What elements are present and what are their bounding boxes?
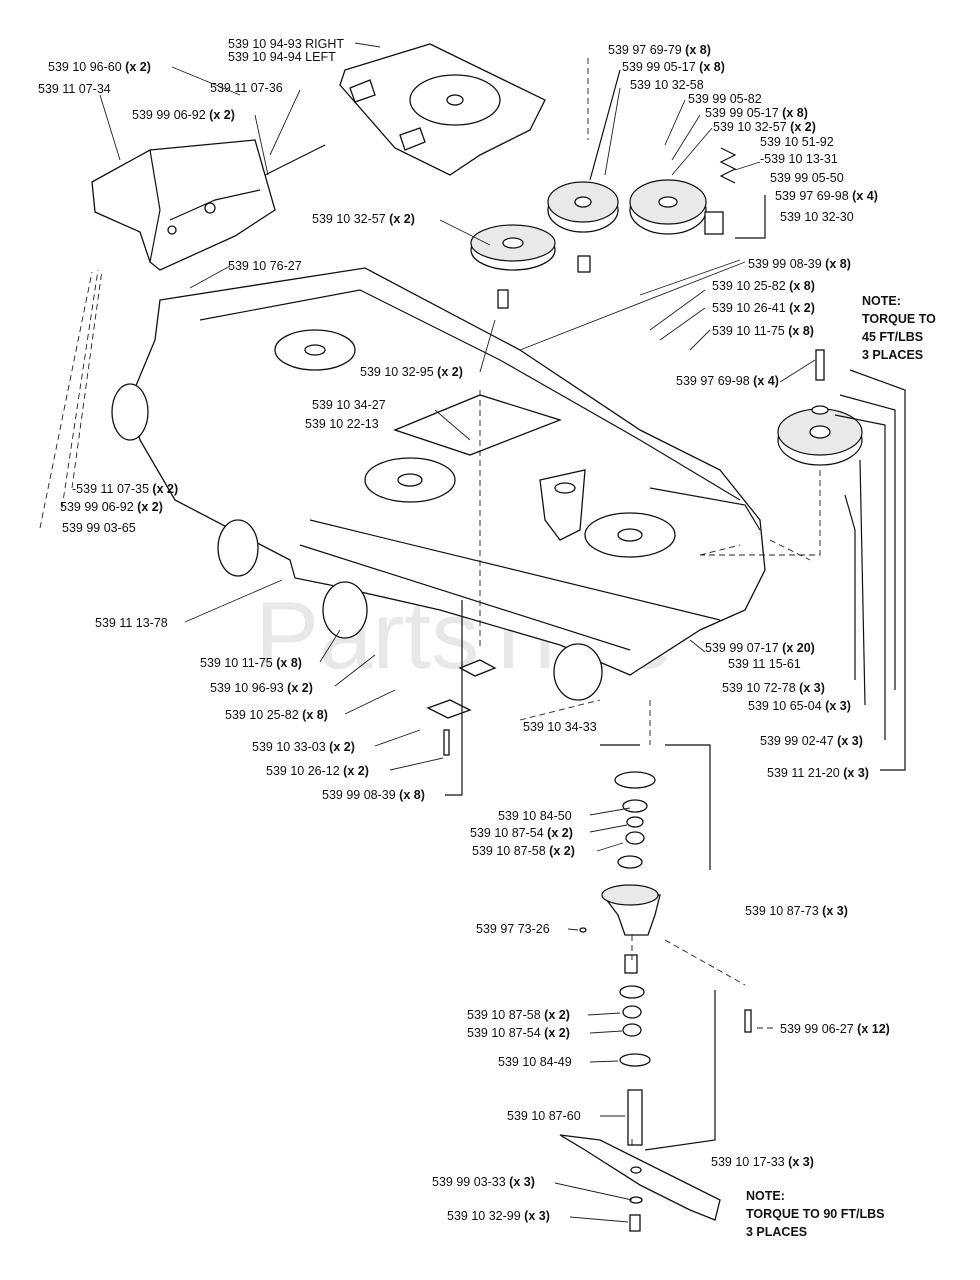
svg-text:3 PLACES: 3 PLACES	[746, 1225, 807, 1239]
callout-label: 539 99 06-92 (x 2)	[60, 500, 163, 514]
svg-text:TORQUE TO: TORQUE TO	[862, 312, 936, 326]
callout-label: 539 10 26-12 (x 2)	[266, 764, 369, 778]
callout-label: 539 10 87-58 (x 2)	[467, 1008, 570, 1022]
svg-text:45 FT/LBS: 45 FT/LBS	[862, 330, 923, 344]
callout-label: 539 99 05-17 (x 8)	[705, 106, 808, 120]
callout-label: 539 10 87-54 (x 2)	[467, 1026, 570, 1040]
svg-text:NOTE:: NOTE:	[746, 1189, 785, 1203]
callout-label: 539 10 76-27	[228, 259, 302, 273]
callout-label: 539 10 96-60 (x 2)	[48, 60, 151, 74]
callout-label: 539 99 05-50	[770, 171, 844, 185]
callout-label: 539 99 05-82	[688, 92, 762, 106]
leader-lines	[39, 42, 906, 1223]
svg-text:NOTE:: NOTE:	[862, 294, 901, 308]
callout-label: 539 11 13-78	[95, 616, 168, 630]
callout-label: 539 97 69-98 (x 4)	[676, 374, 779, 388]
callout-label: 539 10 87-60	[507, 1109, 581, 1123]
callout-label: 539 10 32-99 (x 3)	[447, 1209, 550, 1223]
callout-label: 539 10 72-78 (x 3)	[722, 681, 825, 695]
svg-text:3 PLACES: 3 PLACES	[862, 348, 923, 362]
callout-label: 539 10 84-49	[498, 1055, 572, 1069]
callout-labels: 539 10 94-93 RIGHT 539 10 94-94 LEFT 539…	[38, 37, 890, 1223]
callout-label: 539 99 03-65	[62, 521, 136, 535]
svg-text:TORQUE TO 90 FT/LBS: TORQUE TO 90 FT/LBS	[746, 1207, 884, 1221]
callout-label: 539 10 94-94 LEFT	[228, 50, 336, 64]
callout-label: 539 10 32-58	[630, 78, 704, 92]
callout-label: 539 10 87-73 (x 3)	[745, 904, 848, 918]
callout-label: 539 10 94-93 RIGHT	[228, 37, 344, 51]
callout-label: -539 10 13-31	[760, 152, 838, 166]
callout-label: 539 99 07-17 (x 20)	[705, 641, 815, 655]
callout-label: 539 99 03-33 (x 3)	[432, 1175, 535, 1189]
callout-label: 539 10 65-04 (x 3)	[748, 699, 851, 713]
callout-label: 539 10 34-33	[523, 720, 597, 734]
callout-label: 539 97 69-79 (x 8)	[608, 43, 711, 57]
callout-label: 539 99 06-27 (x 12)	[780, 1022, 890, 1036]
callout-label: 539 10 11-75 (x 8)	[712, 324, 814, 338]
callout-label: 539 11 15-61	[728, 657, 801, 671]
callout-label: 539 10 25-82 (x 8)	[225, 708, 328, 722]
callout-label: 539 97 69-98 (x 4)	[775, 189, 878, 203]
callout-label: 539 99 05-17 (x 8)	[622, 60, 725, 74]
callout-label: 539 10 17-33 (x 3)	[711, 1155, 814, 1169]
callout-label: 539 10 32-57 (x 2)	[312, 212, 415, 226]
torque-note-bottom: NOTE: TORQUE TO 90 FT/LBS 3 PLACES	[746, 1189, 884, 1239]
callout-label: 539 10 22-13	[305, 417, 379, 431]
callout-label: 539 11 21-20 (x 3)	[767, 766, 869, 780]
deck-parts	[91, 43, 863, 1232]
callout-label: -539 11 07-35 (x 2)	[72, 482, 178, 496]
callout-label: 539 10 11-75 (x 8)	[200, 656, 302, 670]
callout-label: 539 10 32-95 (x 2)	[360, 365, 463, 379]
callout-label: 539 10 25-82 (x 8)	[712, 279, 815, 293]
callout-label: 539 10 32-57 (x 2)	[713, 120, 816, 134]
callout-label: 539 10 87-54 (x 2)	[470, 826, 573, 840]
callout-label: 539 10 51-92	[760, 135, 834, 149]
callout-label: 539 10 96-93 (x 2)	[210, 681, 313, 695]
callout-label: 539 11 07-34	[38, 82, 111, 96]
callout-label: 539 10 34-27	[312, 398, 386, 412]
callout-label: 539 10 26-41 (x 2)	[712, 301, 815, 315]
callout-label: 539 10 32-30	[780, 210, 854, 224]
callout-label: 539 10 33-03 (x 2)	[252, 740, 355, 754]
callout-label: 539 99 02-47 (x 3)	[760, 734, 863, 748]
callout-label: 539 97 73-26	[476, 922, 550, 936]
callout-label: 539 99 06-92 (x 2)	[132, 108, 235, 122]
callout-label: 539 10 87-58 (x 2)	[472, 844, 575, 858]
callout-label: 539 99 08-39 (x 8)	[748, 257, 851, 271]
callout-label: 539 11 07-36	[210, 81, 283, 95]
torque-note-top: NOTE: TORQUE TO 45 FT/LBS 3 PLACES	[862, 294, 936, 362]
callout-label: 539 99 08-39 (x 8)	[322, 788, 425, 802]
callout-label: 539 10 84-50	[498, 809, 572, 823]
